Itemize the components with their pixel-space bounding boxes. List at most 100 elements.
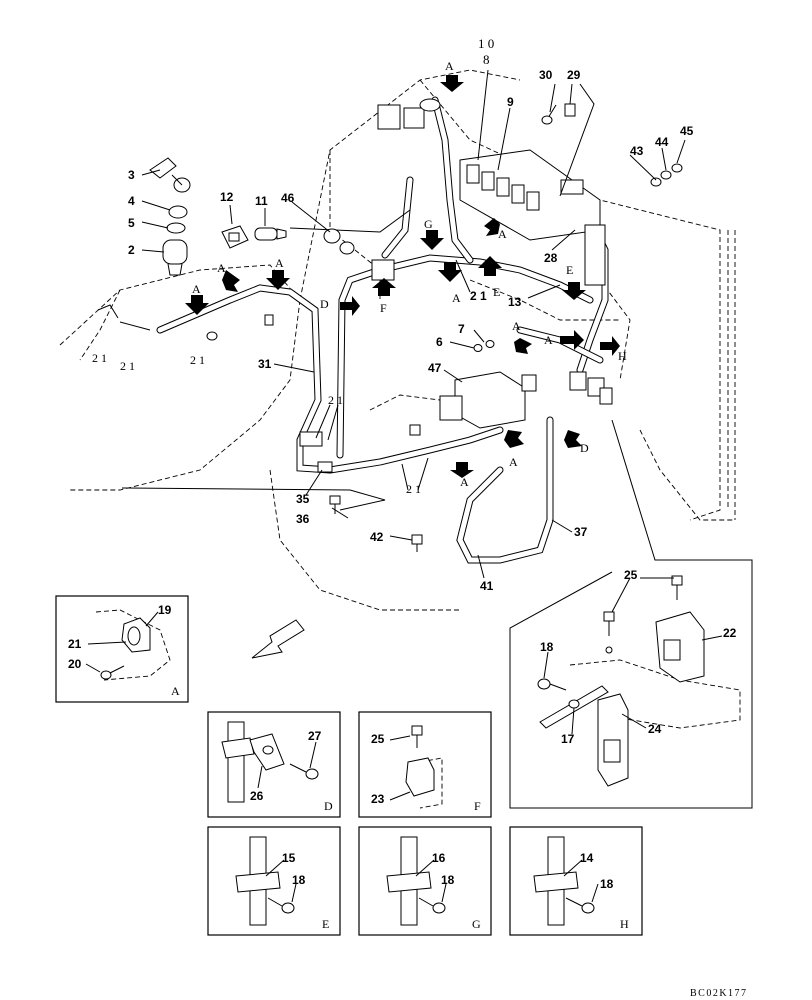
detail-g-box: 16 18 G — [358, 826, 492, 936]
connector-top-icon — [377, 98, 441, 130]
bolt-30-icon — [541, 104, 557, 125]
label-9: 9 — [507, 95, 514, 109]
leader-lines — [121, 69, 753, 809]
detail-h-box: 14 18 H — [509, 826, 643, 936]
label-44: 44 — [655, 135, 669, 149]
grommet-part-2 — [339, 241, 355, 255]
arrow-letter-a-1: A — [445, 59, 454, 73]
label-7: 7 — [458, 322, 465, 336]
label-6: 6 — [436, 335, 443, 349]
arrow-letter-a-2: A — [217, 261, 226, 275]
arrow-letter-a-8: A — [544, 333, 553, 347]
arrow-letter-a-6: A — [452, 291, 461, 305]
bolt-36-icon — [329, 495, 341, 514]
label-35: 35 — [296, 492, 310, 506]
detail-f-label-23: 23 — [371, 792, 385, 806]
bracket-22-icon — [655, 611, 705, 683]
label-30: 30 — [539, 68, 553, 82]
view-arrows — [185, 75, 620, 478]
detail-d-box: 27 26 D — [207, 711, 341, 818]
detail-b-label-17: 17 — [561, 732, 575, 746]
label-8: 8 — [483, 52, 490, 67]
detail-e-letter: E — [322, 917, 329, 931]
nut-stack-icon — [650, 163, 683, 187]
label-45: 45 — [680, 124, 694, 138]
label-11: 11 — [255, 194, 268, 208]
bolt-18-g-icon — [418, 897, 446, 914]
bolt-7-icon — [473, 340, 495, 352]
detail-e-box: 15 18 E — [207, 826, 341, 936]
drawing-code: BC02K177 — [690, 988, 748, 999]
label-3: 3 — [128, 168, 135, 182]
bolt-27-icon — [289, 763, 319, 780]
detail-b-label-24: 24 — [648, 722, 662, 736]
nut-part — [168, 205, 188, 219]
detail-h-label-14: 14 — [580, 851, 594, 865]
detail-a-label-19: 19 — [158, 603, 172, 617]
lamp-icon — [254, 227, 287, 241]
bracket-24-icon — [597, 693, 629, 787]
label-21-c: 2 1 — [120, 359, 135, 373]
screw-20-icon — [100, 665, 125, 680]
detail-f-label-25: 25 — [371, 732, 385, 746]
detail-b-label-18: 18 — [540, 640, 554, 654]
detail-g-label-16: 16 — [432, 851, 446, 865]
label-21-d: 2 1 — [190, 353, 205, 367]
terminal-21-icon — [97, 304, 274, 341]
detail-a-box: 19 21 20 A — [55, 595, 189, 703]
detail-bracket-box: 25 22 18 17 24 — [537, 568, 741, 787]
arrow-letter-h: H — [618, 349, 627, 363]
label-46: 46 — [281, 191, 295, 205]
detail-e-label-18: 18 — [292, 873, 306, 887]
clamp-35-icon — [317, 461, 333, 473]
bolt-18-h-icon — [565, 897, 595, 914]
arrow-letter-e-1: E — [493, 285, 500, 299]
arrow-letter-d-2: D — [580, 441, 589, 455]
detail-d-label-27: 27 — [308, 729, 322, 743]
grommet-part — [323, 228, 341, 244]
label-21-b: 2 1 — [92, 351, 107, 365]
detail-f-letter: F — [474, 799, 481, 813]
detail-d-letter: D — [324, 799, 333, 813]
label-10: 1 0 — [478, 36, 494, 51]
label-21-f: 2 1 — [406, 482, 421, 496]
arrow-letter-a-7: A — [512, 319, 521, 333]
washer-part — [166, 222, 186, 234]
arrow-letter-a-10: A — [509, 455, 518, 469]
detail-e-label-15: 15 — [282, 851, 296, 865]
detail-f-box: 25 23 F — [358, 711, 492, 818]
detail-h-letter: H — [620, 917, 629, 931]
label-47: 47 — [428, 361, 442, 375]
detail-g-letter: G — [472, 917, 481, 931]
bolt-42-icon — [411, 534, 423, 552]
label-36: 36 — [296, 512, 310, 526]
arrow-letter-e-2: E — [566, 263, 573, 277]
label-13: 13 — [508, 295, 522, 309]
detail-b-label-22: 22 — [723, 626, 737, 640]
detail-a-label-21: 21 — [68, 637, 82, 651]
wire-harness — [156, 96, 609, 564]
detail-h-label-18: 18 — [600, 877, 614, 891]
clamp-21-icon — [299, 431, 323, 447]
plate-29-icon — [564, 103, 576, 117]
label-31: 31 — [258, 357, 272, 371]
connector-mid-icon — [371, 259, 395, 281]
bolt-18-icon — [537, 678, 567, 691]
components — [97, 98, 683, 552]
label-43: 43 — [630, 144, 644, 158]
arrow-letter-f: F — [380, 301, 387, 315]
label-21-a: 2 1 — [470, 289, 487, 303]
detail-a-letter: A — [171, 684, 180, 698]
detail-d-label-26: 26 — [250, 789, 264, 803]
label-2: 2 — [128, 243, 135, 257]
relay-cluster-icon — [521, 371, 613, 405]
label-41: 41 — [480, 579, 494, 593]
front-direction-arrow — [251, 619, 305, 659]
label-4: 4 — [128, 194, 135, 208]
phantom-outlines — [59, 69, 736, 611]
main-labels: 1 0 8 9 30 29 43 44 45 3 4 5 2 12 11 46 … — [92, 36, 694, 593]
arrow-letter-a-9: A — [460, 475, 469, 489]
arrow-letter-d-1: D — [320, 297, 329, 311]
arrow-letter-a-4: A — [192, 282, 201, 296]
